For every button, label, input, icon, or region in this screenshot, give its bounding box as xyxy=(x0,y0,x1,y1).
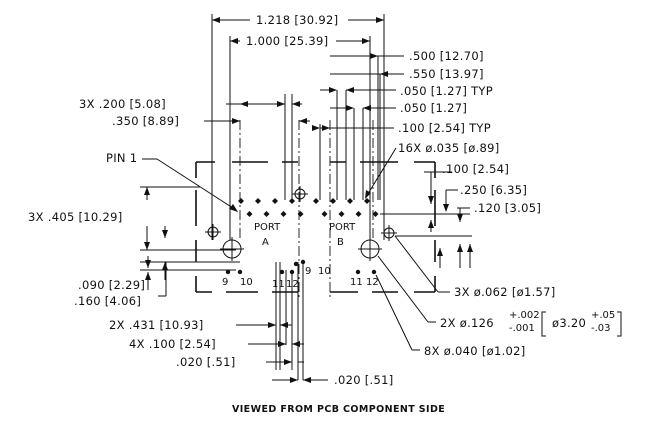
pin-11b: 11 xyxy=(350,277,363,288)
centerlines xyxy=(239,120,374,300)
dim-200-3x: 3X .200 [5.08] xyxy=(79,97,166,111)
holes-126-tol-plus: +.002 xyxy=(509,310,540,321)
holes-126-mm: ø3.20 xyxy=(552,316,586,330)
dim-port-pitch: 1.000 [25.39] xyxy=(246,34,328,48)
dim-020-b: .020 [.51] xyxy=(334,373,394,387)
pin-pad xyxy=(313,198,319,204)
pin1-leader-diag xyxy=(156,158,237,211)
pin-pad xyxy=(372,211,379,217)
holes-126-mm-minus: -.03 xyxy=(591,323,611,334)
port-b-pins xyxy=(313,198,379,217)
holes-126-tol-minus: -.001 xyxy=(509,323,535,334)
pin-holes-leader xyxy=(365,147,397,198)
dim-overall-width: 1.218 [30.92] xyxy=(256,13,338,27)
pin-pad xyxy=(338,211,345,217)
right-vertical-dims: .100 [2.54] .250 [6.35] .120 [3.05] xyxy=(380,162,541,268)
dim-100-right: .100 [2.54] xyxy=(442,162,509,176)
dim-550: .550 [13.97] xyxy=(409,67,484,81)
mm-bracket-left xyxy=(541,311,546,337)
port-b-title: PORT xyxy=(329,222,356,233)
dim-120: .120 [3.05] xyxy=(474,201,541,215)
pin-pad xyxy=(297,211,304,217)
pin-pad xyxy=(263,211,270,217)
dim-500: .500 [12.70] xyxy=(409,49,484,63)
pin-10b: 10 xyxy=(318,266,331,277)
dim-431-2x: 2X .431 [10.93] xyxy=(109,318,204,332)
dim-160: .160 [4.06] xyxy=(74,294,141,308)
pin-9b: 9 xyxy=(305,266,311,277)
holes-126-mm-plus: +.05 xyxy=(591,310,615,321)
dim-250: .250 [6.35] xyxy=(460,183,527,197)
port-a-letter: A xyxy=(262,237,269,248)
dim-350: .350 [8.89] xyxy=(112,114,179,128)
pin-10a: 10 xyxy=(240,277,253,288)
dim-050: .050 [1.27] xyxy=(400,101,467,115)
pin-pad xyxy=(347,198,353,204)
dim-050-typ: .050 [1.27] TYP xyxy=(400,84,493,98)
dim-405-3x: 3X .405 [10.29] xyxy=(28,210,123,224)
dim-100-typ: .100 [2.54] TYP xyxy=(398,121,491,135)
pin-11a: 11 xyxy=(272,279,285,290)
hole-040-leader xyxy=(375,274,413,351)
port-b-letter: B xyxy=(337,237,344,248)
pin-pad xyxy=(364,198,370,204)
pin-12b: 12 xyxy=(366,277,379,288)
pin1-label: PIN 1 xyxy=(106,151,137,165)
hole-062-leader xyxy=(394,235,439,293)
holes-040 xyxy=(225,259,377,275)
mm-bracket-right xyxy=(617,311,622,337)
port-a-title: PORT xyxy=(254,222,281,233)
pin-pad xyxy=(272,198,278,204)
pin-holes-label: 16X ø.035 [ø.89] xyxy=(398,141,500,155)
pin-pad xyxy=(330,198,336,204)
holes-040-label: 8X ø.040 [ø1.02] xyxy=(424,344,526,358)
left-top-dimension-lines xyxy=(204,101,310,124)
pin-pad xyxy=(321,211,328,217)
holes-126-label: 2X ø.126 xyxy=(440,316,494,330)
pin-9a: 9 xyxy=(222,277,228,288)
dim-020-a: .020 [.51] xyxy=(176,355,236,369)
left-vertical-dims: 3X .405 [10.29] .090 [2.29] .160 [4.06] xyxy=(28,186,240,308)
pin-pad xyxy=(246,211,253,217)
holes-062-label: 3X ø.062 [ø1.57] xyxy=(454,285,556,299)
pin-pad xyxy=(289,198,295,204)
bottom-dimension-lines xyxy=(236,262,328,383)
view-caption: VIEWED FROM PCB COMPONENT SIDE xyxy=(232,404,445,415)
pin-pad xyxy=(238,198,244,204)
connector-outline xyxy=(195,161,436,293)
pin-pad xyxy=(355,211,362,217)
top-dimension-lines xyxy=(212,17,404,131)
pin-pad xyxy=(255,198,261,204)
hole-126-leader xyxy=(377,255,429,323)
dim-090: .090 [2.29] xyxy=(78,278,145,292)
pin-pad xyxy=(280,211,287,217)
port-a-pins xyxy=(238,198,304,217)
dim-100-4x: 4X .100 [2.54] xyxy=(129,337,216,351)
